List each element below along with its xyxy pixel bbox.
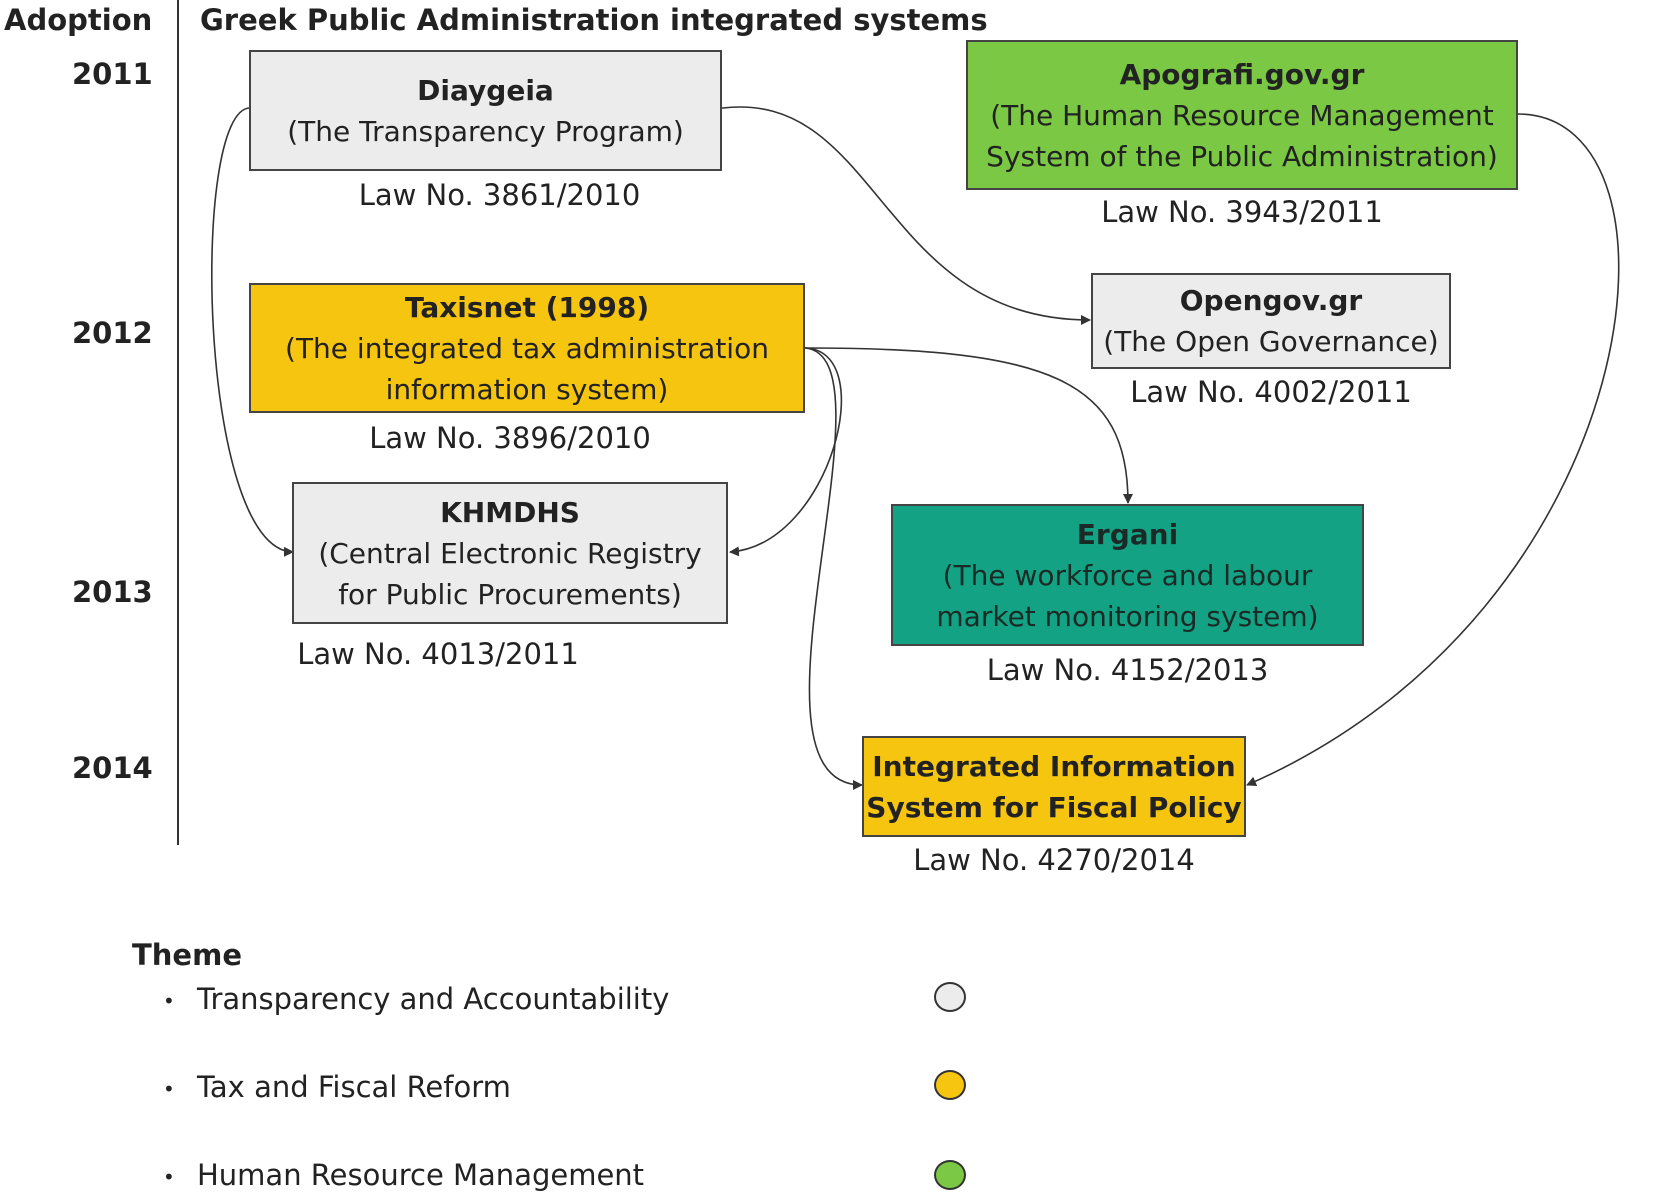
diaygeia-law: Law No. 3861/2010 [358, 178, 641, 212]
timeline-divider [177, 0, 179, 845]
diaygeia-title: Diaygeia [417, 73, 554, 107]
legend-label: Tax and Fiscal Reform [197, 1070, 511, 1104]
link-diaygeia-opengov [713, 104, 1091, 325]
bullet-icon: • [163, 989, 175, 1013]
legend-swatch-transparency [934, 982, 966, 1012]
iisfp-law: Law No. 4270/2014 [913, 843, 1195, 877]
year-2013: 2013 [72, 575, 153, 609]
apografi-subtitle: (The Human Resource Management System of… [986, 98, 1498, 173]
diaygeia-subtitle: (The Transparency Program) [287, 114, 684, 148]
opengov-law: Law No. 4002/2011 [1130, 375, 1412, 409]
legend-title: Theme [132, 938, 242, 972]
taxisnet-law: Law No. 3896/2010 [369, 421, 651, 455]
bullet-icon: • [163, 1165, 175, 1189]
link-taxisnet-iisfp [796, 341, 863, 790]
link-diaygeia-khmdhs [211, 102, 294, 557]
legend-item-tax: • Tax and Fiscal Reform [163, 1069, 511, 1107]
legend-swatch-hr [934, 1160, 966, 1190]
opengov-title: Opengov.gr [1179, 284, 1363, 317]
year-2012: 2012 [72, 316, 153, 350]
iisfp-title: Integrated Information System for Fiscal… [866, 749, 1242, 824]
opengov-box: Opengov.gr (The Open Governance) [1091, 273, 1451, 369]
link-apografi-iisfp [1246, 108, 1620, 786]
ergani-law: Law No. 4152/2013 [986, 653, 1269, 687]
legend-item-hr: • Human Resource Management [163, 1157, 644, 1195]
khmdhs-subtitle: (Central Electronic Registry for Public … [318, 536, 702, 611]
adoption-column-header: Adoption [4, 3, 153, 37]
taxisnet-subtitle: (The integrated tax administration infor… [285, 331, 769, 406]
khmdhs-law: Law No. 4013/2011 [297, 637, 579, 671]
ergani-title: Ergani [1076, 517, 1179, 551]
opengov-subtitle: (The Open Governance) [1103, 325, 1439, 358]
apografi-title: Apografi.gov.gr [1119, 57, 1365, 91]
apografi-law: Law No. 3943/2011 [1101, 195, 1383, 229]
ergani-subtitle: (The workforce and labour market monitor… [936, 558, 1319, 633]
khmdhs-box: KHMDHS (Central Electronic Registry for … [292, 482, 728, 624]
link-taxisnet-ergani [796, 342, 1133, 504]
khmdhs-title: KHMDHS [440, 495, 580, 529]
year-2014: 2014 [72, 751, 153, 785]
ergani-box: Ergani (The workforce and labour market … [891, 504, 1364, 646]
year-2011: 2011 [72, 57, 153, 91]
taxisnet-box: Taxisnet (1998) (The integrated tax admi… [249, 283, 805, 413]
legend-label: Human Resource Management [197, 1158, 645, 1192]
diagram-title: Greek Public Administration integrated s… [200, 3, 988, 37]
iisfp-box: Integrated Information System for Fiscal… [862, 736, 1246, 837]
legend-label: Transparency and Accountability [197, 982, 670, 1016]
legend-item-transparency: • Transparency and Accountability [163, 981, 669, 1019]
bullet-icon: • [163, 1077, 175, 1101]
taxisnet-title: Taxisnet (1998) [404, 290, 650, 324]
apografi-box: Apografi.gov.gr (The Human Resource Mana… [966, 40, 1518, 190]
legend-swatch-tax [934, 1070, 966, 1100]
diaygeia-box: Diaygeia (The Transparency Program) [249, 50, 722, 171]
